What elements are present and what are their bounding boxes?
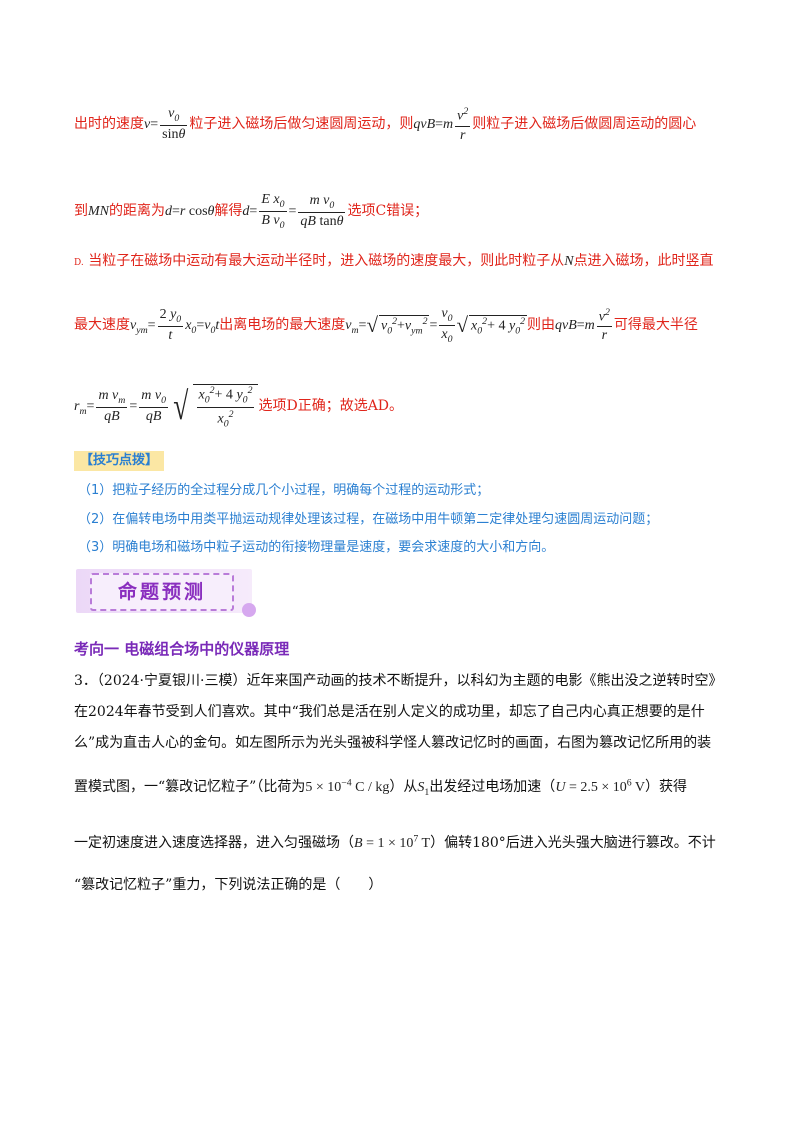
section-title: 考向一 电磁组合场中的仪器原理 (74, 640, 290, 658)
question-source: （2024·宁夏银川·三模） (96, 673, 247, 689)
question-line-2: 在2024年春节受到人们喜欢。其中“我们总是活在别人定义的成功里，却忘了自己内心… (74, 701, 705, 721)
text: 选项D正确；故选AD。 (258, 397, 404, 414)
n-point-label: N (564, 254, 574, 269)
question-line-6: “篡改记忆粒子”重力，下列说法正确的是（ ） (74, 874, 382, 894)
text: 出发经过电场加速（ (429, 779, 556, 795)
text: 则由 (527, 316, 555, 333)
text: 出离电场的最大速度 (219, 316, 346, 333)
distance-formula: d=r cosθ (165, 203, 215, 219)
text: 选项C错误； (347, 202, 429, 219)
text: 的距离为 (109, 202, 165, 219)
question-line-4: 置模式图，一“篡改记忆粒子”（比荷为5 × 10−4 C / kg）从S1出发经… (74, 776, 687, 798)
s1-label: S1 (417, 780, 430, 798)
question-line-3: 么”成为直击人心的金句。如左图所示为光头强被科学怪人篡改记忆时的画面，右图为篡改… (74, 732, 711, 752)
text: 出时的速度 (74, 116, 144, 133)
question-line-1: 3．（2024·宁夏银川·三模）近年来国产动画的技术不断提升，以科幻为主题的电影… (74, 670, 722, 690)
text: ）从 (389, 779, 418, 795)
text: 可得最大半径 (613, 316, 698, 333)
question-line-5: 一定初速度进入速度选择器，进入匀强磁场（B = 1 × 107 T）偏转180°… (74, 832, 716, 852)
text: 置模式图，一“篡改记忆粒子”（比荷为 (74, 779, 306, 795)
text: 到 (74, 202, 88, 219)
text: 当粒子在磁场中运动有最大运动半径时，进入磁场的速度最大，则此时粒子从 (88, 253, 565, 269)
text: 粒子进入磁场后做匀速圆周运动，则 (189, 116, 414, 133)
text: 么”成为直击人心的金句。如左图所示为光头强被科学怪人篡改记忆时的画面，右图为篡改… (74, 735, 712, 751)
text: 最大速度 (74, 316, 130, 333)
banner-label: 命题预测 (90, 573, 234, 611)
text: ）偏转180°后进入光头强大脑进行篡改。不计 (430, 835, 716, 851)
charge-ratio-formula: 5 × 10−4 C / kg (305, 777, 390, 795)
field-formula: B = 1 × 107 T (354, 833, 431, 851)
mn-label: MN (88, 203, 109, 219)
banner-decoration (242, 603, 256, 617)
text: 一定初速度进入速度选择器，进入匀强磁场（ (74, 835, 354, 851)
tips-heading: 【技巧点拨】 (74, 451, 165, 471)
text: ）获得 (645, 779, 687, 795)
prediction-banner: 命题预测 (76, 561, 256, 617)
tip-item: （1）把粒子经历的全过程分成几个小过程，明确每个过程的运动形式； (78, 483, 490, 498)
text: 在2024年春节受到人们喜欢。其中“我们总是活在别人定义的成功里，却忘了自己内心… (74, 704, 705, 720)
solution-line-3: D. 当粒子在磁场中运动有最大运动半径时，进入磁场的速度最大，则此时粒子从N点进… (74, 250, 714, 270)
text: 则粒子进入磁场后做圆周运动的圆心 (472, 116, 697, 133)
text: 解得 (214, 202, 243, 219)
question-number: 3． (74, 673, 97, 689)
voltage-formula: U = 2.5 × 106 V (555, 777, 645, 795)
tip-item: （2）在偏转电场中用类平抛运动规律处理该过程，在磁场中用牛顿第二定律处理匀速圆周… (78, 512, 659, 527)
text: 点进入磁场，此时竖直 (573, 253, 714, 269)
option-label: D. (74, 258, 84, 268)
text: 近年来国产动画的技术不断提升，以科幻为主题的电影《熊出没之逆转时空》 (246, 673, 723, 689)
tip-item: （3）明确电场和磁场中粒子运动的衔接物理量是速度，要会求速度的大小和方向。 (78, 540, 555, 555)
text: “篡改记忆粒子”重力，下列说法正确的是（ ） (74, 877, 383, 893)
